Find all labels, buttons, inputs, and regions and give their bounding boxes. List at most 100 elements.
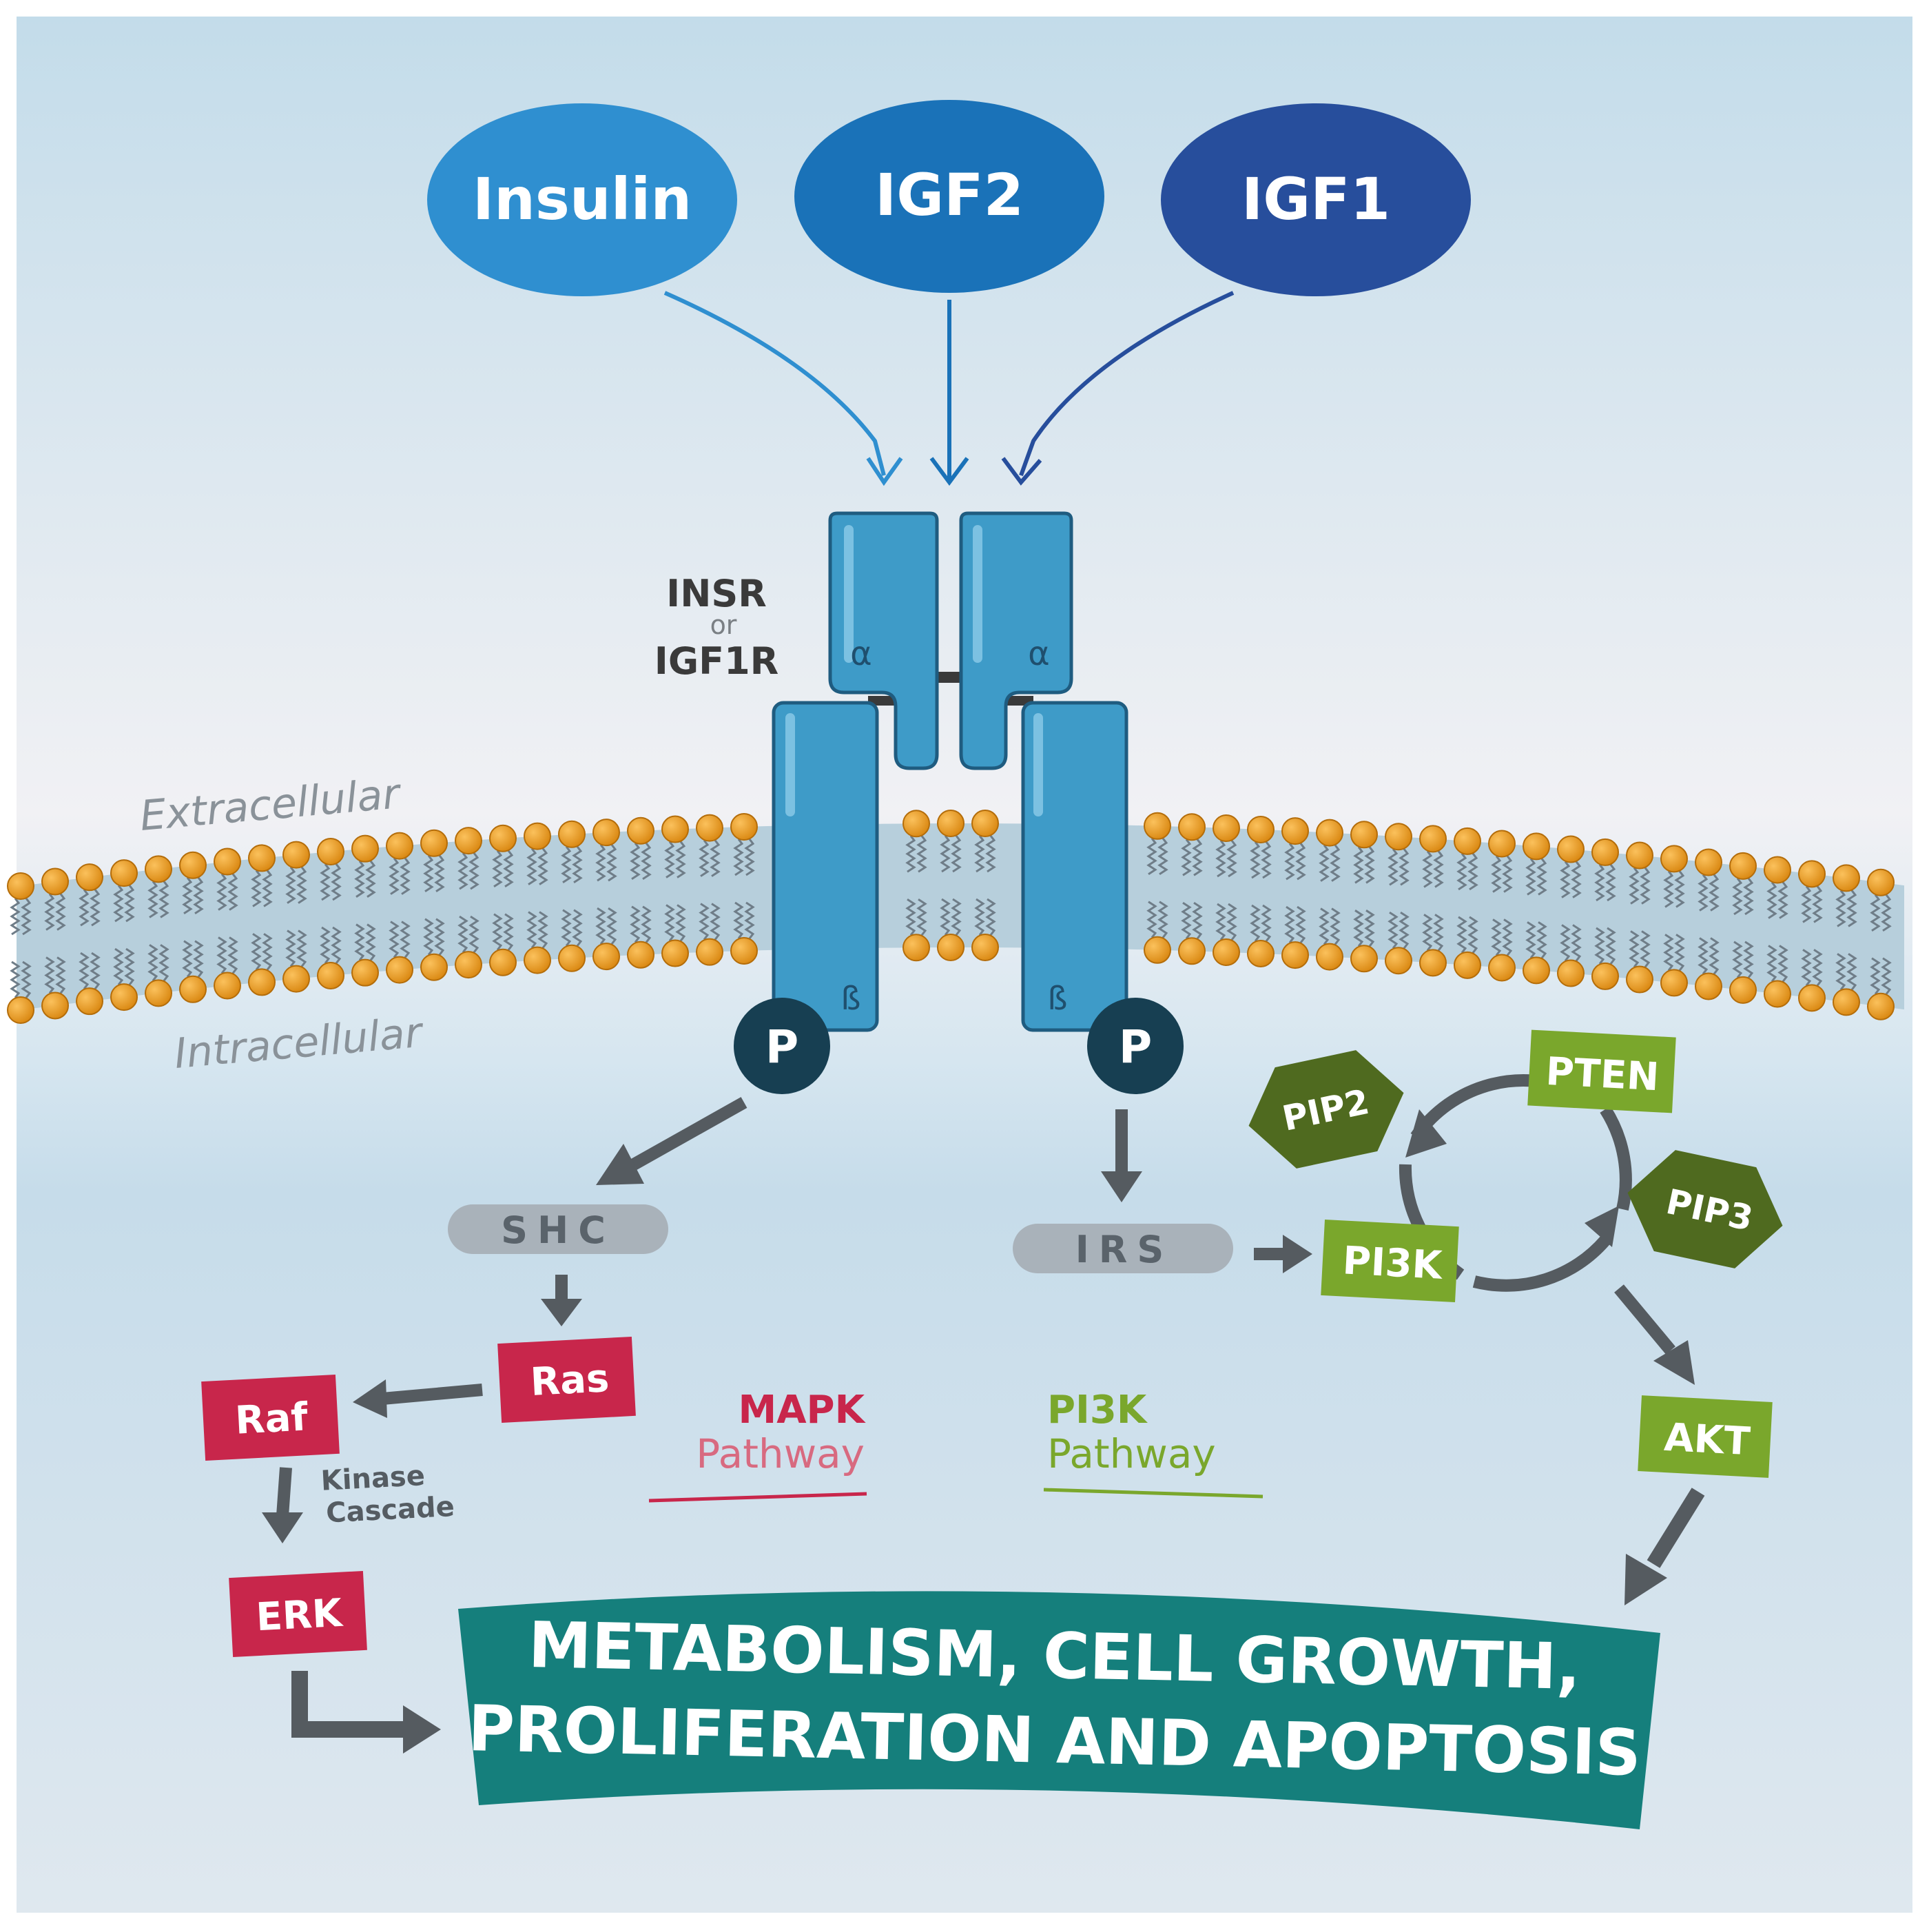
lipid-head	[76, 863, 103, 892]
lipid-tail	[147, 944, 158, 982]
lipid-tail	[1456, 916, 1467, 954]
lipid-tail	[492, 850, 503, 888]
lipid-head	[145, 855, 172, 883]
alpha-subunit-left	[828, 511, 939, 770]
lipid-tail	[916, 835, 927, 873]
lipid-tail	[1605, 864, 1616, 902]
lipid-tail	[1215, 840, 1226, 878]
lipid-head	[1867, 992, 1895, 1020]
lipid-tail	[389, 921, 400, 958]
lipid-head	[730, 936, 758, 965]
lipid-head	[317, 962, 344, 990]
lipid-tail	[1629, 930, 1640, 968]
lipid-tail	[1388, 848, 1399, 886]
lipid-tail	[251, 870, 262, 907]
lipid-tail	[90, 889, 101, 927]
lipid-tail	[79, 952, 90, 990]
lipid-head	[1557, 835, 1585, 863]
lipid-tail	[1525, 921, 1536, 959]
lipid-tail	[1250, 904, 1261, 942]
alpha-right-highlight	[973, 525, 982, 663]
lipid-tail	[1215, 903, 1226, 941]
phospho-right	[1087, 998, 1184, 1094]
lipid-head	[455, 951, 482, 979]
lipid-head	[76, 987, 103, 1016]
lipid-tail	[1399, 911, 1410, 949]
lipid-head	[317, 838, 344, 866]
lipid-tail	[606, 907, 617, 945]
lipid-tail	[285, 929, 296, 967]
lipid-tail	[561, 909, 572, 947]
lipid-tail	[572, 845, 583, 884]
lipid-tail	[468, 915, 479, 954]
lipid-tail	[1812, 885, 1823, 923]
lipid-head	[1798, 860, 1826, 888]
lipid-head	[558, 820, 586, 848]
lipid-tail	[951, 898, 962, 936]
lipid-tail	[985, 898, 996, 936]
mapk-pathway-legend: MAPK Pathway	[648, 1388, 867, 1503]
lipid-head	[1557, 959, 1585, 987]
lipid-head	[489, 824, 517, 852]
lipid-tail	[1181, 839, 1192, 876]
lipid-head	[1695, 972, 1722, 1000]
lipid-tail	[526, 911, 537, 949]
lipid-head	[455, 827, 482, 855]
irs-pill: IRS	[1013, 1224, 1233, 1273]
lipid-tail	[44, 893, 55, 931]
lipid-head	[1626, 965, 1653, 994]
lipid-tail	[365, 923, 376, 961]
insulin-arrowhead	[866, 457, 903, 486]
lipid-head	[110, 983, 138, 1011]
lipid-tail	[1663, 934, 1674, 972]
lipid-head	[1350, 945, 1378, 973]
mapk-underline	[648, 1492, 867, 1503]
akt-box: AKT	[1638, 1395, 1773, 1478]
lipid-tail	[296, 866, 307, 904]
pi3k-box: PI3K	[1321, 1219, 1459, 1303]
lipid-head	[282, 965, 310, 993]
lipid-head	[248, 844, 276, 872]
lipid-head	[41, 867, 69, 896]
igf1-arrowhead	[1001, 457, 1042, 486]
lipid-tail	[320, 863, 331, 901]
lipid-tail	[1467, 916, 1478, 954]
alpha-beta-bond-right	[1002, 696, 1033, 706]
lipid-tail	[1812, 949, 1823, 987]
lipid-tail	[1226, 903, 1237, 941]
lipid-tail	[664, 841, 675, 878]
lipid-head	[558, 944, 586, 972]
receptor-name-igf1r: IGF1R	[654, 639, 778, 683]
lipid-tail	[262, 870, 273, 907]
lipid-tail	[905, 835, 916, 873]
beta-right-highlight	[1033, 713, 1043, 816]
lipid-tail	[1835, 953, 1846, 991]
lipid-tail	[21, 960, 32, 998]
erk-label: ERK	[255, 1591, 345, 1641]
arrow-cycle-to-akt-head	[1653, 1340, 1695, 1385]
lipid-tail	[1870, 894, 1881, 932]
lipid-head	[696, 938, 723, 966]
lipid-head	[1660, 969, 1688, 997]
shc-label: SHC	[501, 1209, 615, 1252]
pten-box: PTEN	[1527, 1029, 1676, 1113]
arrow-erk-to-outcome-head	[403, 1705, 441, 1754]
lipid-tail	[147, 881, 158, 918]
lipid-tail	[1192, 839, 1203, 876]
lipid-tail	[296, 929, 307, 967]
lipid-tail	[90, 952, 101, 990]
ligand-igf1-label: IGF1	[1241, 165, 1390, 233]
lipid-head	[937, 934, 964, 962]
lipid-tail	[1766, 881, 1777, 919]
lipid-tail	[124, 885, 135, 923]
lipid-tail	[354, 860, 365, 898]
lipid-tail	[10, 898, 21, 936]
lipid-tail	[1284, 843, 1295, 881]
lipid-tail	[400, 921, 411, 958]
lipid-tail	[1674, 934, 1685, 972]
pi3k-underline	[1043, 1488, 1263, 1499]
lipid-tail	[503, 913, 514, 951]
pi3k-legend-subtitle: Pathway	[1047, 1430, 1216, 1477]
lipid-tail	[733, 839, 744, 876]
lipid-head	[351, 958, 379, 987]
